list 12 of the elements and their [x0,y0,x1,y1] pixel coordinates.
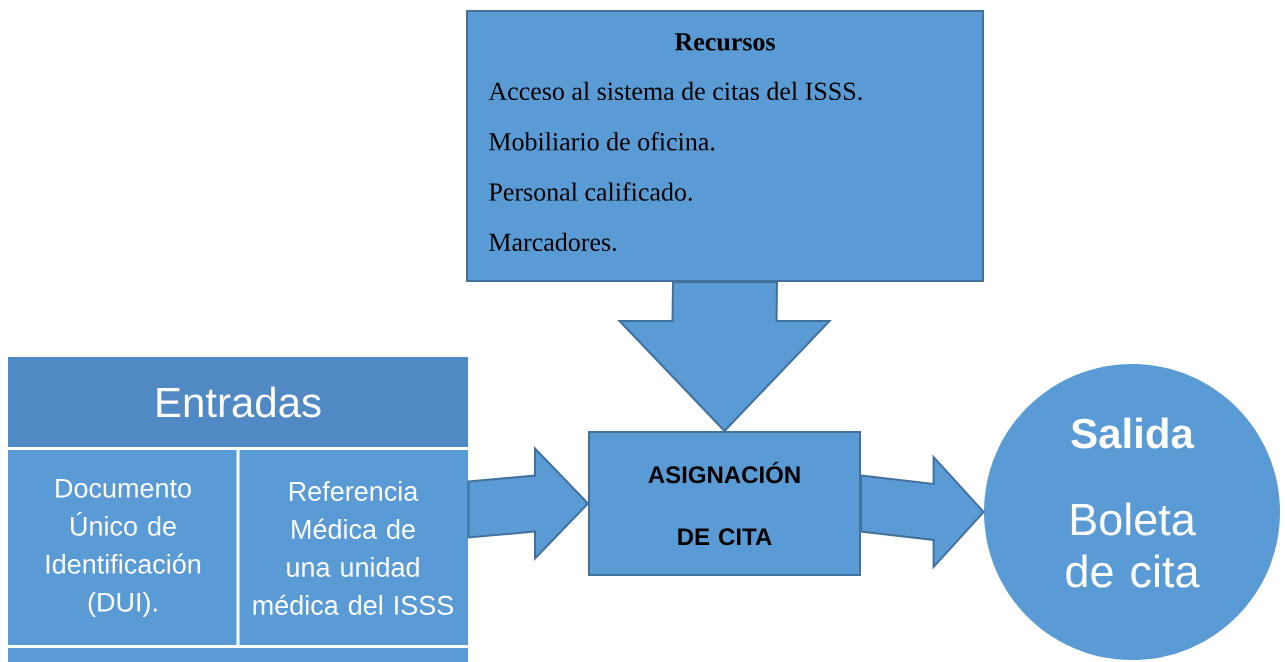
block-arrow [860,454,985,570]
block-arrow [467,446,590,561]
table-cell: Referencia Médica de una unidad médica del ISSS [253,481,454,615]
process-box: ASIGNACIÓN DE CITA [588,431,861,576]
list-item: Acceso al sistema de citas del ISSS. [488,81,862,101]
block-arrow [617,281,832,433]
list-item: Mobiliario de oficina. [489,131,715,151]
list-item: Marcadores. [489,232,616,252]
list-item: Personal calificado. [489,182,692,201]
header-band: Entradas [8,357,468,447]
table-cell: Documento Único de Identificación (DUI). [46,478,201,618]
box-heading: Recursos [674,33,775,51]
